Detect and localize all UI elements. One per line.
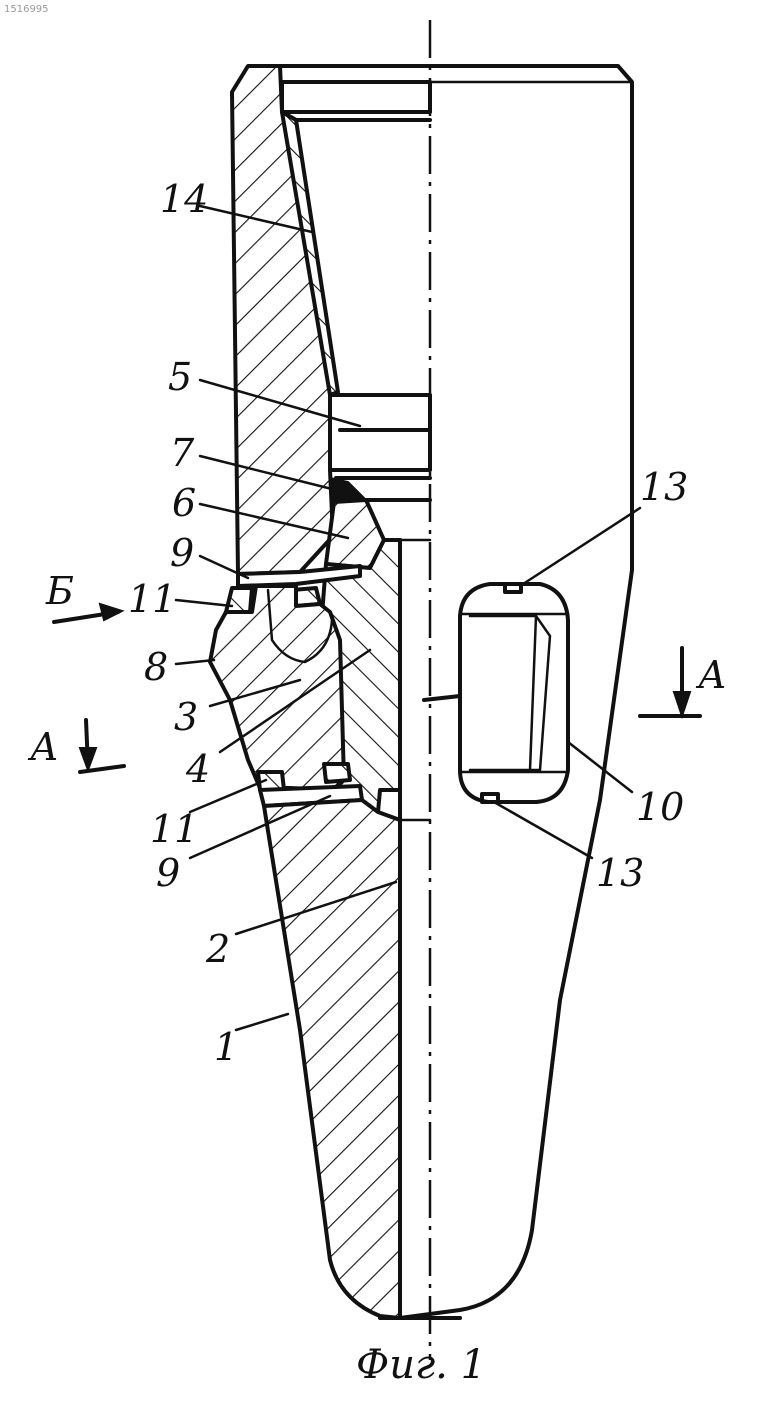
slot-part-13-bottom (482, 794, 498, 802)
label-13-bottom: 13 (596, 851, 644, 895)
label-5: 5 (168, 355, 192, 399)
ring-part-5 (330, 395, 430, 470)
leader-13-top (520, 508, 640, 586)
corner-id: 1516995 (4, 4, 49, 15)
label-view-b: Б (45, 569, 74, 613)
label-7: 7 (170, 431, 195, 475)
seal-part-11-bottom-right (324, 764, 350, 782)
seal-part-11-top-left (226, 588, 252, 612)
label-4: 4 (185, 747, 210, 791)
leader-11-top (176, 600, 232, 606)
cutter-part-8 (210, 586, 344, 790)
section-a-left-head (80, 748, 96, 770)
leader-13-bottom (494, 802, 592, 858)
window-roller (470, 616, 550, 770)
label-6: 6 (172, 481, 196, 525)
label-14: 14 (160, 177, 208, 221)
upper-bore (282, 82, 430, 112)
section-a-right-head (674, 692, 690, 716)
window-roller-edge (530, 616, 536, 770)
label-11-bottom: 11 (150, 807, 198, 851)
arrow-b-head (100, 604, 122, 620)
figure-caption: Фиг. 1 (356, 1342, 486, 1388)
label-section-a-left: А (27, 725, 59, 769)
leader-1 (236, 1014, 288, 1030)
label-10: 10 (636, 785, 684, 829)
leader-10 (568, 742, 632, 792)
label-section-a-right: А (695, 653, 727, 697)
label-2: 2 (205, 927, 230, 971)
label-3: 3 (174, 695, 198, 739)
label-11-top: 11 (128, 577, 176, 621)
slot-part-13-top (505, 584, 521, 592)
body-section-lower (264, 800, 400, 1318)
label-9-bottom: 9 (156, 851, 180, 895)
label-1: 1 (214, 1025, 238, 1069)
label-9-top: 9 (170, 531, 194, 575)
label-8: 8 (144, 645, 168, 689)
window-pin (424, 696, 460, 700)
label-13-top: 13 (640, 465, 688, 509)
